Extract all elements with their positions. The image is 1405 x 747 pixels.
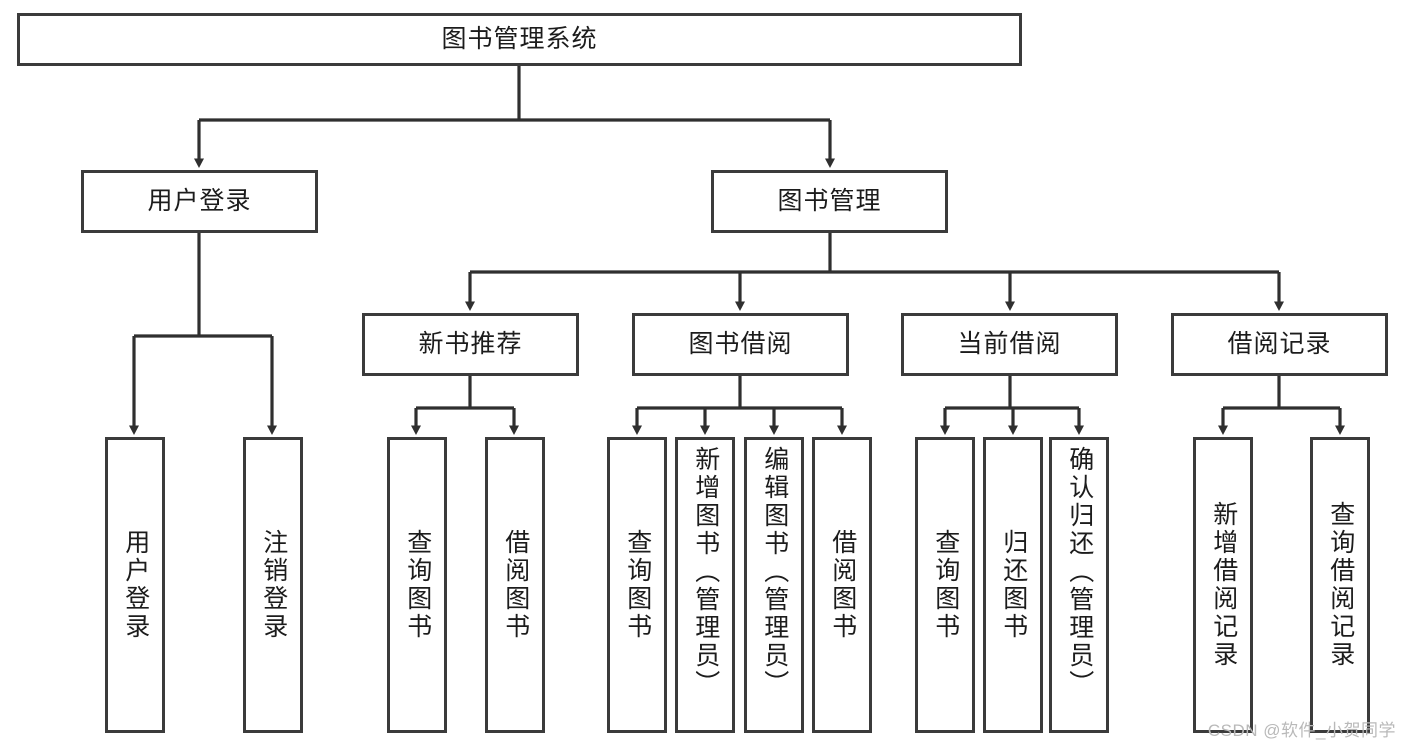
leaf-logout-label: 注销登录 bbox=[259, 529, 288, 641]
leaf-borrow-book-1-label: 借阅图书 bbox=[501, 529, 530, 641]
leaf-borrow-book-2[interactable]: 借阅图书 bbox=[812, 437, 872, 733]
node-user-login-label: 用户登录 bbox=[147, 186, 252, 215]
leaf-add-record-label: 新增借阅记录 bbox=[1209, 501, 1238, 669]
node-current-borrow[interactable]: 当前借阅 bbox=[901, 313, 1118, 376]
leaf-return-book-label: 归还图书 bbox=[999, 529, 1028, 641]
leaf-query-book-3[interactable]: 查询图书 bbox=[915, 437, 975, 733]
leaf-confirm-return[interactable]: 确认归还（管理员） bbox=[1049, 437, 1109, 733]
leaf-edit-book[interactable]: 编辑图书（管理员） bbox=[744, 437, 804, 733]
leaf-add-book-label: 新增图书（管理员） bbox=[691, 446, 720, 698]
leaf-confirm-return-label: 确认归还（管理员） bbox=[1065, 446, 1094, 698]
node-new-book-rec[interactable]: 新书推荐 bbox=[362, 313, 579, 376]
leaf-query-record-label: 查询借阅记录 bbox=[1326, 501, 1355, 669]
leaf-add-record[interactable]: 新增借阅记录 bbox=[1193, 437, 1253, 733]
leaf-user-login-label: 用户登录 bbox=[121, 529, 150, 641]
node-book-borrow[interactable]: 图书借阅 bbox=[632, 313, 849, 376]
leaf-query-book-2-label: 查询图书 bbox=[623, 529, 652, 641]
csdn-watermark: CSDN @软件_小贺同学 bbox=[1207, 721, 1396, 740]
node-book-manage-label: 图书管理 bbox=[777, 186, 882, 215]
node-root[interactable]: 图书管理系统 bbox=[17, 13, 1022, 66]
leaf-add-book[interactable]: 新增图书（管理员） bbox=[675, 437, 735, 733]
node-current-borrow-label: 当前借阅 bbox=[957, 329, 1062, 358]
node-book-borrow-label: 图书借阅 bbox=[688, 329, 793, 358]
node-new-book-rec-label: 新书推荐 bbox=[418, 329, 523, 358]
leaf-query-book-1-label: 查询图书 bbox=[403, 529, 432, 641]
node-book-manage[interactable]: 图书管理 bbox=[711, 170, 948, 233]
leaf-borrow-book-2-label: 借阅图书 bbox=[828, 529, 857, 641]
leaf-borrow-book-1[interactable]: 借阅图书 bbox=[485, 437, 545, 733]
node-root-label: 图书管理系统 bbox=[441, 24, 598, 53]
leaf-query-book-2[interactable]: 查询图书 bbox=[607, 437, 667, 733]
node-borrow-record[interactable]: 借阅记录 bbox=[1171, 313, 1388, 376]
leaf-query-book-1[interactable]: 查询图书 bbox=[387, 437, 447, 733]
leaf-query-book-3-label: 查询图书 bbox=[931, 529, 960, 641]
leaf-user-login[interactable]: 用户登录 bbox=[105, 437, 165, 733]
leaf-logout[interactable]: 注销登录 bbox=[243, 437, 303, 733]
leaf-return-book[interactable]: 归还图书 bbox=[983, 437, 1043, 733]
leaf-edit-book-label: 编辑图书（管理员） bbox=[760, 446, 789, 698]
node-borrow-record-label: 借阅记录 bbox=[1227, 329, 1332, 358]
leaf-query-record[interactable]: 查询借阅记录 bbox=[1310, 437, 1370, 733]
node-user-login[interactable]: 用户登录 bbox=[81, 170, 318, 233]
